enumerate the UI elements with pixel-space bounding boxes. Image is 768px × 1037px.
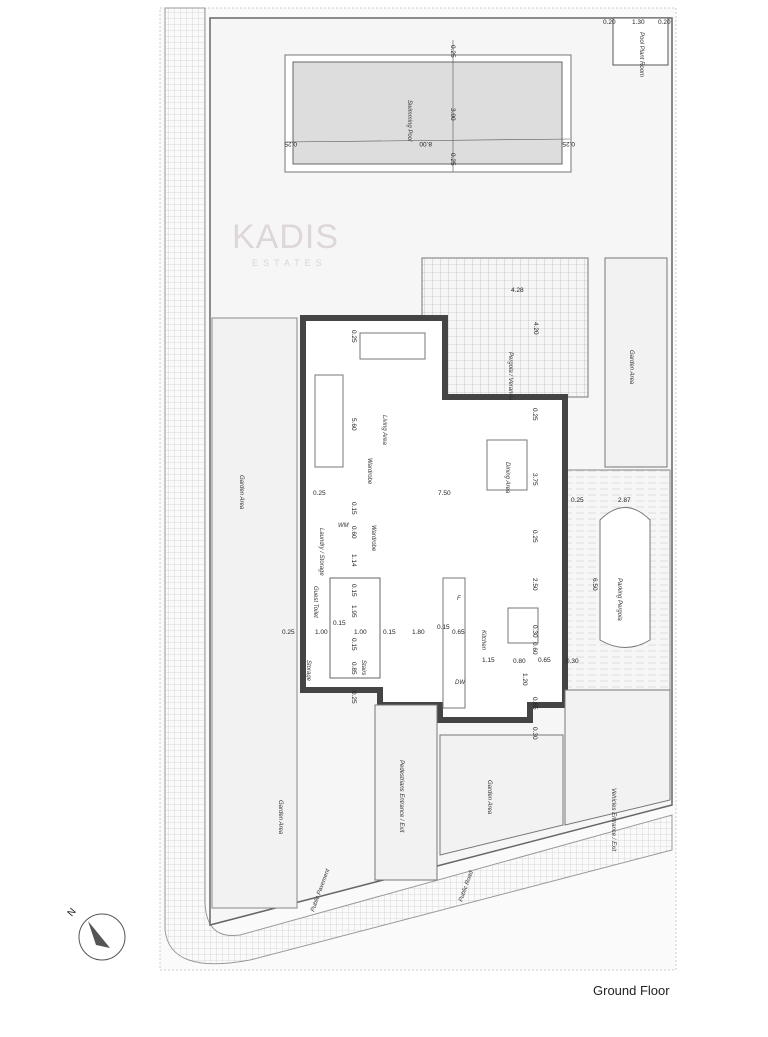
dimension-label: 1.30 — [632, 19, 645, 26]
pool-length-dimension-line — [285, 138, 571, 143]
kitchen-island — [507, 607, 539, 644]
garden-area-right — [604, 257, 668, 468]
watermark: KADIS ESTATES — [232, 218, 339, 268]
dimension-labels: 0.20 1.30 0.20 0.25 3.00 0.25 8.00 0.25 0.25 4.28… — [282, 19, 671, 740]
room-label-dining-area: Dining Area — [504, 462, 510, 494]
dimension-label: 4.28 — [511, 287, 524, 294]
dimension-label: 0.25 — [571, 497, 584, 504]
dimension-label: 0.80 — [513, 658, 526, 665]
room-label-garden-area-bottom-left: Garden Area — [277, 800, 283, 835]
room-label-wardrobe-2: Wardrobe — [370, 525, 376, 552]
sofa-left — [314, 374, 344, 468]
room-label-guest-toilet: Guest Toilet — [312, 586, 318, 618]
dimension-label: 5.60 — [350, 418, 357, 431]
dimension-label: 0.85 — [350, 662, 357, 675]
dimension-label: 7.50 — [438, 490, 451, 497]
pool-plant-room — [612, 17, 669, 66]
dimension-label: 2.87 — [618, 497, 631, 504]
garden-area-bottom — [439, 734, 564, 856]
dimension-label: 2.50 — [531, 578, 538, 591]
pedestrian-entrance — [374, 704, 438, 881]
swimming-pool — [292, 61, 563, 165]
room-label-storage: Storage — [305, 660, 311, 682]
paved-strip — [164, 7, 673, 965]
room-label-vehicles-entrance: Vehicles Entrance / Exit — [610, 788, 616, 851]
dimension-label: 0.25 — [313, 490, 326, 497]
floor-caption: Ground Floor — [593, 983, 670, 998]
dimension-label: 0.25 — [531, 530, 538, 543]
room-label-stairs: Stairs — [360, 660, 366, 675]
compass-circle — [78, 913, 126, 961]
dimension-label: 0.15 — [350, 584, 357, 597]
pergola-veranda — [421, 257, 589, 398]
room-label-swimming-pool: Swimming Pool — [406, 100, 412, 142]
room-label-wardrobe-1: Wardrobe — [366, 458, 372, 485]
watermark-brand: KADIS — [232, 218, 339, 256]
dimension-label: 0.25 — [531, 408, 538, 421]
room-label-pool-plant-room: Pool Plant Room — [638, 32, 644, 77]
dimension-label: 0.65 — [538, 657, 551, 664]
dimension-label: 0.60 — [350, 526, 357, 539]
watermark-sub: ESTATES — [252, 258, 327, 268]
dimension-label: 1.00 — [354, 629, 367, 636]
dimension-label: 0.65 — [452, 629, 465, 636]
dimension-label: 4.20 — [532, 322, 539, 335]
room-label-laundry-storage: Laundry / Storage — [318, 528, 324, 576]
dimension-label: 0.15 — [383, 629, 396, 636]
dimension-label: 1.14 — [350, 554, 357, 567]
dimension-label: 0.30 — [531, 625, 538, 638]
room-label-garden-area-right: Garden Area — [628, 350, 634, 385]
dimension-label: 0.25 — [562, 140, 575, 147]
sofa-top — [359, 332, 426, 360]
dimension-label: 0.20 — [658, 19, 671, 26]
compass-arrow-icon — [88, 921, 110, 948]
dimension-label: 0.15 — [437, 624, 450, 631]
compass-north-label: N — [66, 906, 79, 919]
dimension-label: 0.30 — [566, 658, 579, 665]
room-label-pergola-veranda: Pergola / Veranda — [507, 352, 513, 401]
north-compass: N — [66, 906, 126, 961]
room-label-kitchen: Kitchen — [480, 630, 486, 651]
dimension-label: 1.20 — [521, 673, 528, 686]
dimension-label: 0.25 — [449, 153, 456, 166]
dimension-label: 0.60 — [531, 642, 538, 655]
dimension-label: 0.15 — [333, 620, 346, 627]
dimension-label: 0.30 — [531, 727, 538, 740]
dimension-label: 0.15 — [350, 638, 357, 651]
dimension-label: 3.75 — [531, 473, 538, 486]
kitchen-counter — [442, 577, 466, 709]
vehicles-entrance — [564, 689, 671, 826]
house-walls — [300, 315, 568, 723]
room-label-living-area: Living Area — [381, 415, 387, 445]
dimension-label: 0.25 — [284, 140, 297, 147]
dimension-label: 8.00 — [419, 140, 432, 147]
room-label-parking-pergola: Parking Pergola — [616, 578, 622, 621]
dimension-label: 3.00 — [449, 108, 456, 121]
dimension-label: 1.95 — [350, 605, 357, 618]
room-label-pedestrians-entrance: Pedestrians Entrance / Exit — [398, 760, 404, 833]
stairs-block — [329, 577, 381, 679]
room-label-dishwasher: DW — [455, 680, 466, 686]
dimension-label: 1.15 — [482, 657, 495, 664]
dimension-label: 0.20 — [603, 19, 616, 26]
room-label-washing-machine: WM — [338, 523, 349, 529]
dimension-label: 0.25 — [350, 330, 357, 343]
dimension-label: 0.25 — [449, 45, 456, 58]
car-outline — [599, 507, 651, 648]
garden-area-left — [211, 317, 298, 909]
dining-table — [486, 439, 528, 491]
dimension-label: 0.25 — [282, 629, 295, 636]
dimension-label: 0.15 — [350, 502, 357, 515]
dimension-label: 0.25 — [350, 691, 357, 704]
dimension-label: 1.00 — [315, 629, 328, 636]
dimension-label: 0.65 — [531, 697, 538, 710]
room-label-fridge: F — [457, 596, 461, 602]
room-label-garden-area-bottom: Garden Area — [486, 780, 492, 815]
room-label-garden-area-left: Garden Area — [238, 475, 244, 510]
dimension-label: 1.80 — [412, 629, 425, 636]
dimension-label: 6.50 — [591, 578, 598, 591]
